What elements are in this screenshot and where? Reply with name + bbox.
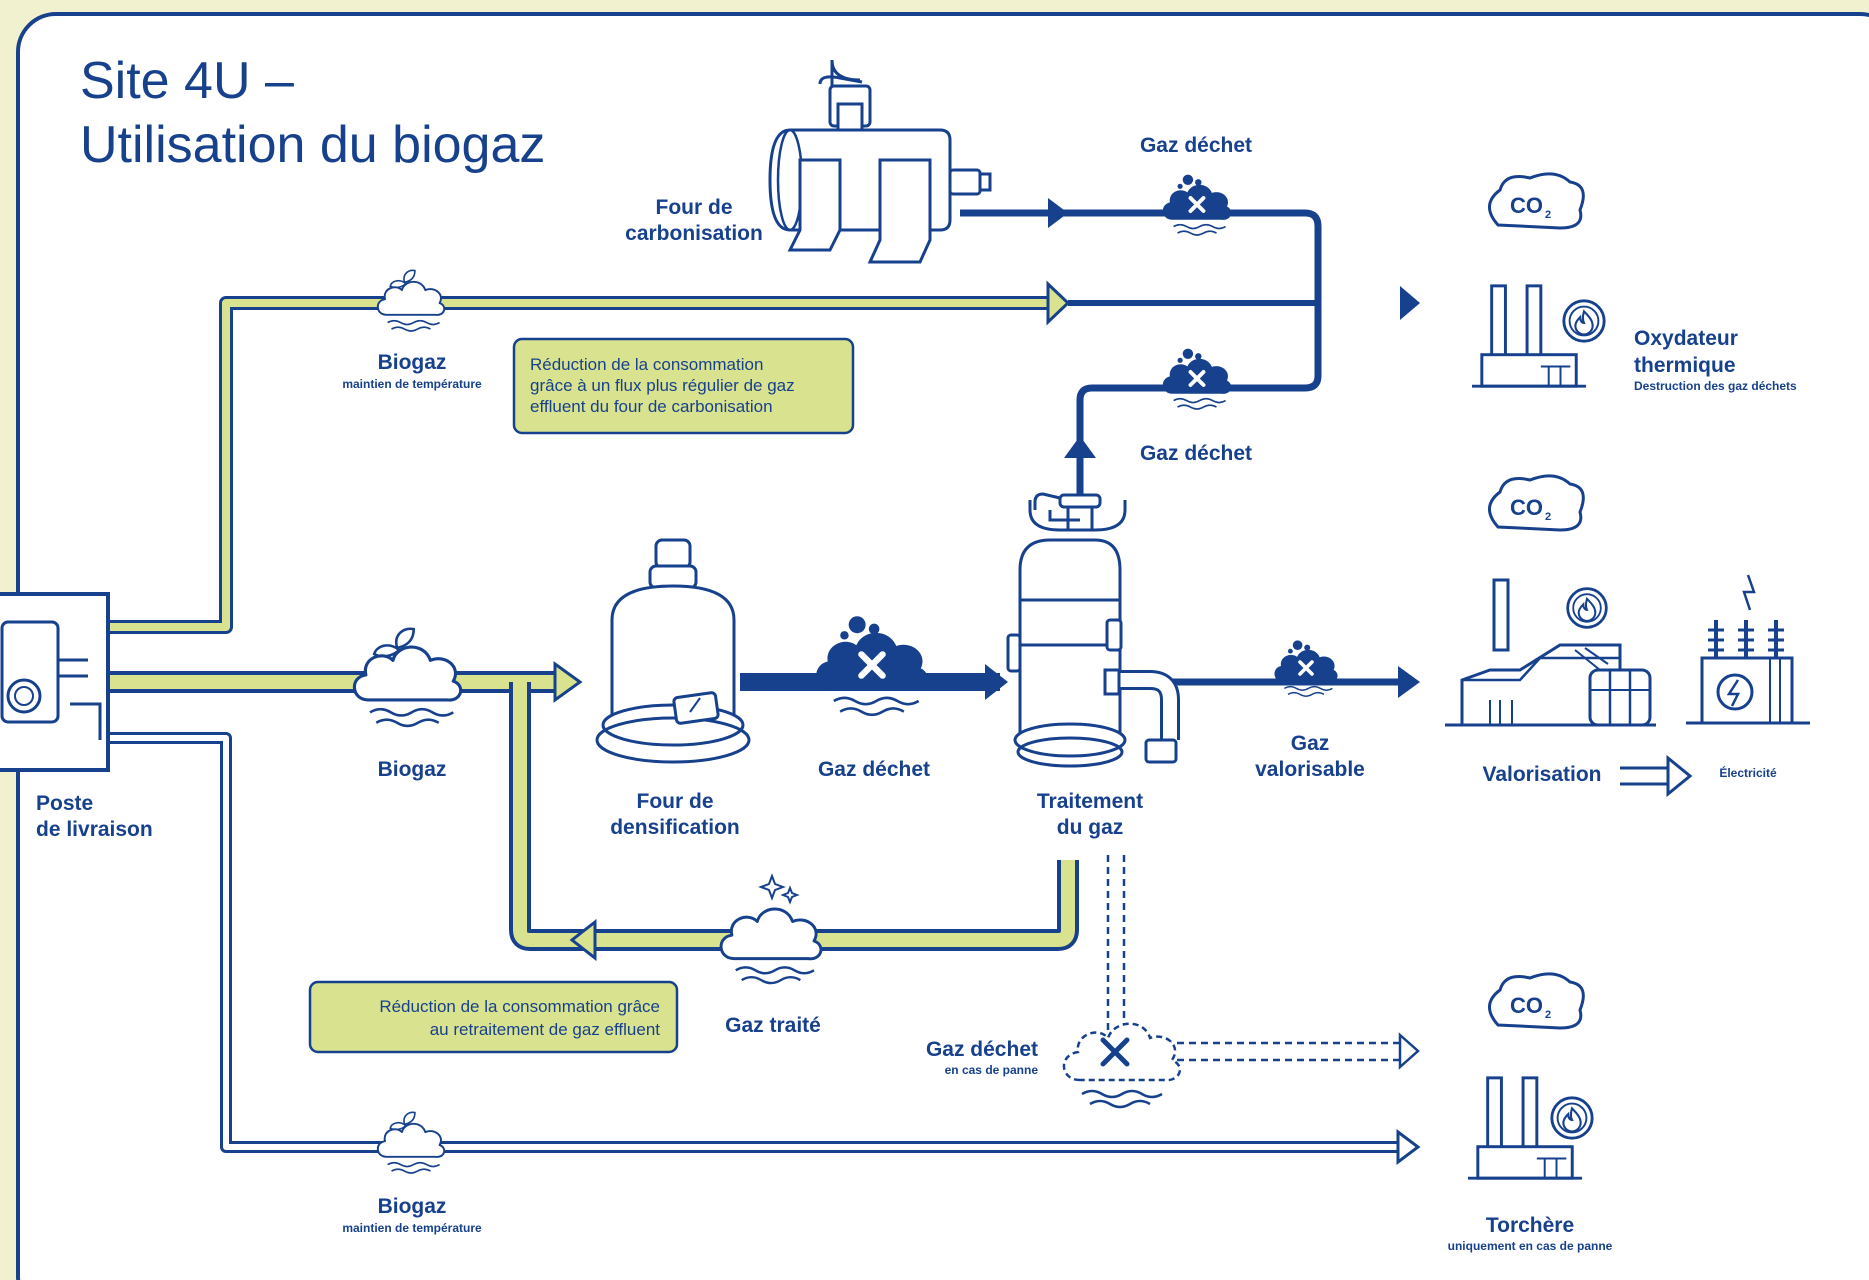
- co2-cloud-icon-top: CO 2: [1488, 172, 1585, 230]
- thermal-oxidizer-sublabel: Destruction des gaz déchets: [1634, 379, 1797, 393]
- biogas-main-label: Biogaz: [378, 758, 447, 781]
- carbonization-furnace-label-line2: carbonisation: [625, 222, 763, 245]
- gas-treatment-label-line2: du gaz: [1057, 816, 1124, 839]
- note-carbonization-regular-flow: Réduction de la consommation grâce à un …: [512, 337, 855, 435]
- svg-text:CO: CO: [1510, 993, 1543, 1018]
- svg-text:Réduction de la consommation g: Réduction de la consommation grâce: [379, 997, 660, 1016]
- arrow-electricity: [1620, 766, 1670, 786]
- waste-gas-upper-label: Gaz déchet: [1140, 442, 1252, 465]
- pipe-waste-failure: [1106, 855, 1126, 1030]
- biogas-top-label: Biogaz: [378, 351, 447, 374]
- valorization-plant-icon: [1445, 578, 1656, 727]
- waste-gas-main-label: Gaz déchet: [818, 758, 930, 781]
- densification-furnace-icon: [595, 538, 751, 764]
- gas-treatment-label-line1: Traitement: [1037, 790, 1143, 813]
- co2-cloud-icon-middle: CO 2: [1488, 474, 1585, 532]
- waste-gas-top-label: Gaz déchet: [1140, 134, 1252, 157]
- svg-text:CO: CO: [1510, 193, 1543, 218]
- co2-cloud-icon-bottom: CO 2: [1488, 972, 1585, 1030]
- svg-text:2: 2: [1545, 511, 1551, 523]
- delivery-station-icon: [0, 592, 110, 772]
- svg-text:grâce à un flux plus régulier: grâce à un flux plus régulier de gaz: [530, 376, 795, 395]
- page-title-line2: Utilisation du biogaz: [80, 116, 545, 174]
- note-effluent-reprocessing: Réduction de la consommation grâce au re…: [308, 980, 679, 1054]
- thermal-oxidizer-flame-icon: [1562, 299, 1606, 343]
- biogas-top-sublabel: maintien de température: [342, 377, 482, 391]
- electricity-label: Électricité: [1719, 765, 1777, 780]
- flare-flame-icon: [1550, 1096, 1594, 1140]
- valorization-label: Valorisation: [1482, 763, 1601, 786]
- thermal-oxidizer-label-line1: Oxydateur: [1634, 327, 1738, 350]
- page-title-line1: Site 4U –: [80, 52, 294, 110]
- gas-treatment-unit-icon: [1006, 492, 1180, 768]
- svg-text:2: 2: [1545, 209, 1551, 221]
- waste-gas-failure-label: Gaz déchet: [926, 1038, 1038, 1061]
- carbonization-furnace-label-line1: Four de: [656, 196, 733, 219]
- svg-text:Réduction de la consommation: Réduction de la consommation: [530, 355, 763, 374]
- densification-furnace-label-line1: Four de: [637, 790, 714, 813]
- valorization-flame-icon: [1566, 587, 1608, 629]
- biogas-bottom-sublabel: maintien de température: [342, 1221, 482, 1235]
- treated-gas-label: Gaz traité: [725, 1014, 821, 1037]
- valorizable-gas-label-line1: Gaz: [1291, 732, 1330, 755]
- valorizable-gas-label-line2: valorisable: [1255, 758, 1365, 781]
- waste-gas-failure-sublabel: en cas de panne: [945, 1063, 1039, 1077]
- electric-transformer-icon: [1686, 574, 1810, 725]
- delivery-station-label-line1: Poste: [36, 792, 93, 815]
- flare-sublabel: uniquement en cas de panne: [1448, 1239, 1613, 1253]
- densification-furnace-label-line2: densification: [610, 816, 740, 839]
- svg-text:2: 2: [1545, 1009, 1551, 1021]
- delivery-station-label-line2: de livraison: [36, 818, 153, 841]
- biogas-bottom-label: Biogaz: [378, 1195, 447, 1218]
- thermal-oxidizer-label-line2: thermique: [1634, 354, 1736, 377]
- svg-text:CO: CO: [1510, 495, 1543, 520]
- treated-gas-cloud-icon: [719, 873, 823, 985]
- carbonization-furnace-icon: [768, 59, 992, 264]
- flare-label: Torchère: [1486, 1214, 1574, 1237]
- pipe-waste-top: [960, 209, 1322, 303]
- waste-gas-failure-cloud-icon: [1062, 1022, 1182, 1109]
- svg-text:au retraitement de gaz effluen: au retraitement de gaz effluent: [430, 1020, 661, 1039]
- svg-text:effluent du four de carbonisat: effluent du four de carbonisation: [530, 397, 773, 416]
